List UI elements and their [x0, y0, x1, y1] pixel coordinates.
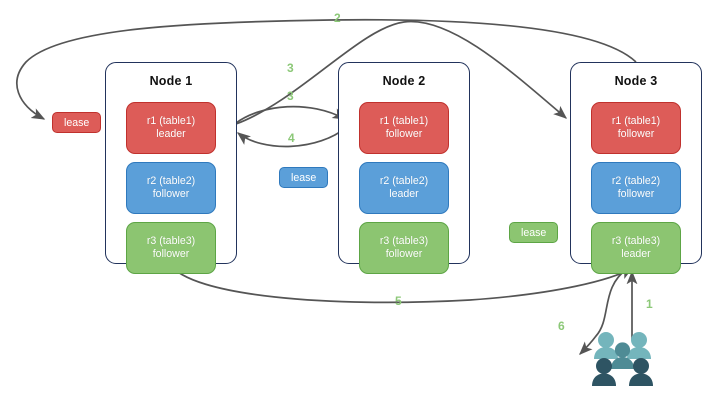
replica-node3-r3[interactable]: r3 (table3) leader	[591, 222, 681, 274]
step-label-3a: 3	[287, 61, 294, 75]
node-title-node3: Node 3	[614, 74, 658, 88]
replica-name: r3 (table3)	[379, 234, 429, 247]
lease-label: lease	[521, 226, 547, 239]
node-title-node1: Node 1	[149, 74, 193, 88]
step-label-1: 1	[646, 297, 653, 311]
replica-role: follower	[385, 128, 423, 140]
replica-node1-r1[interactable]: r1 (table1) leader	[126, 102, 216, 154]
replica-node3-r2[interactable]: r2 (table2) follower	[591, 162, 681, 214]
replica-node1-r2[interactable]: r2 (table2) follower	[126, 162, 216, 214]
step-label-2: 2	[334, 11, 341, 25]
lease-badge-node3[interactable]: lease	[509, 222, 559, 243]
replica-role: follower	[617, 188, 655, 200]
replica-role: follower	[152, 248, 190, 260]
lease-label: lease	[291, 171, 317, 184]
replica-name: r2 (table2)	[146, 174, 196, 187]
replica-name: r1 (table1)	[611, 114, 661, 127]
users-icon	[592, 332, 653, 386]
lease-label: lease	[64, 116, 90, 129]
step-label-3b: 3	[287, 89, 294, 103]
lease-badge-node1[interactable]: lease	[52, 112, 102, 133]
node-title-node2: Node 2	[382, 74, 426, 88]
users-front-row	[592, 358, 653, 386]
node-box-node3[interactable]: Node 3 r1 (table1) follower r2 (table2) …	[570, 62, 702, 274]
replica-role: leader	[389, 188, 419, 200]
step-label-5: 5	[395, 294, 402, 308]
step-label-4: 4	[288, 131, 295, 145]
replica-role: leader	[156, 128, 186, 140]
replica-role: follower	[152, 188, 190, 200]
replica-name: r3 (table3)	[146, 234, 196, 247]
node-box-node1[interactable]: Node 1 r1 (table1) leader r2 (table2) fo…	[105, 62, 237, 274]
replica-node2-r2[interactable]: r2 (table2) leader	[359, 162, 449, 214]
replica-name: r1 (table1)	[146, 114, 196, 127]
replica-name: r3 (table3)	[611, 234, 661, 247]
replica-name: r2 (table2)	[379, 174, 429, 187]
replica-node1-r3[interactable]: r3 (table3) follower	[126, 222, 216, 274]
step-label-6: 6	[558, 319, 565, 333]
replica-node3-r1[interactable]: r1 (table1) follower	[591, 102, 681, 154]
lease-badge-node2[interactable]: lease	[279, 167, 329, 188]
replica-role: follower	[617, 128, 655, 140]
replica-node2-r1[interactable]: r1 (table1) follower	[359, 102, 449, 154]
replica-role: leader	[621, 248, 651, 260]
replica-role: follower	[385, 248, 423, 260]
node-box-node2[interactable]: Node 2 r1 (table1) follower r2 (table2) …	[338, 62, 470, 274]
replica-node2-r3[interactable]: r3 (table3) follower	[359, 222, 449, 274]
replica-name: r1 (table1)	[379, 114, 429, 127]
edge-step-3b	[235, 105, 347, 124]
replica-name: r2 (table2)	[611, 174, 661, 187]
